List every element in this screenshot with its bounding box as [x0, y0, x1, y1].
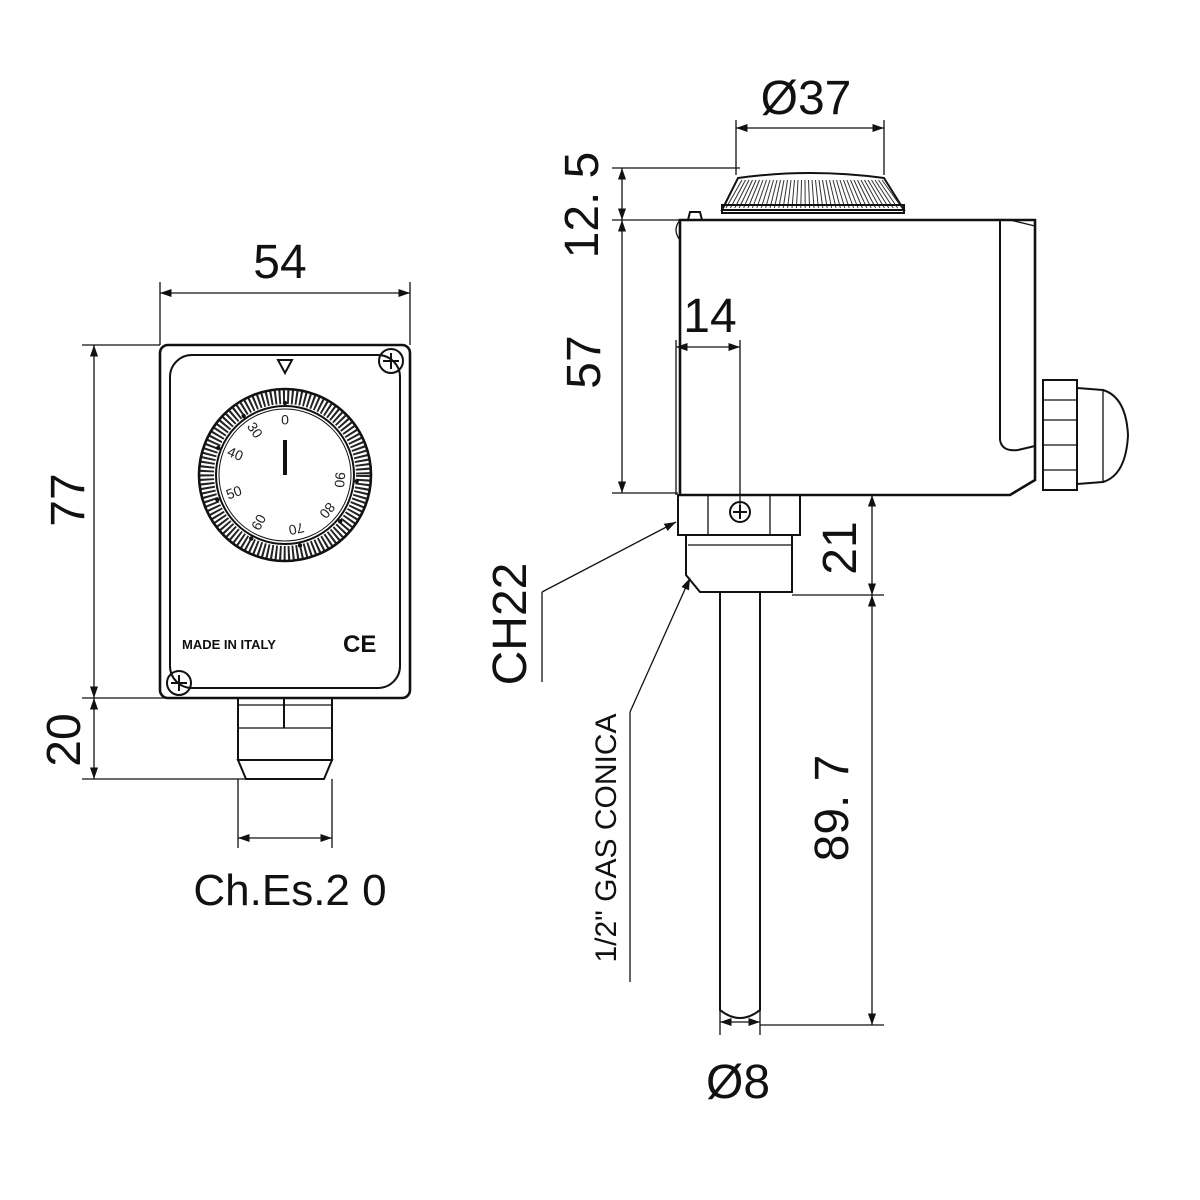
dimension-probe-length: 89. 7 — [760, 595, 884, 1026]
probe — [719, 592, 761, 1019]
knob-height-label: 12. 5 — [556, 152, 609, 259]
dial-tick — [297, 543, 303, 548]
knob — [687, 172, 906, 221]
probe-diameter-label: Ø8 — [706, 1056, 770, 1109]
thread-callout: 1/2" GAS CONICA — [590, 577, 691, 982]
dial-scale-label: 60 — [248, 511, 270, 532]
gland-height-label: 20 — [38, 713, 91, 766]
height-label: 77 — [42, 473, 95, 526]
dial-tick — [338, 519, 343, 524]
hex-fitting — [677, 494, 801, 593]
dimension-knob-diameter: Ø37 — [735, 72, 885, 175]
ce-mark: CE — [343, 631, 376, 658]
dial-tick — [215, 497, 220, 502]
fitting-height-label: 21 — [814, 521, 867, 574]
pointer-triangle-icon — [276, 359, 294, 376]
dimension-fitting-height: 21 — [792, 494, 884, 596]
side-cable-gland — [1042, 379, 1130, 491]
dial-scale-label: 70 — [287, 520, 306, 539]
dial-scale-label: 40 — [225, 443, 246, 464]
dial-tick — [282, 400, 288, 406]
dial-scale-label: 0 — [281, 412, 289, 428]
dimension-knob-height: 12. 5 — [556, 152, 740, 259]
side-view: Ø37 12. 5 57 14 21 — [484, 72, 1130, 1109]
probe-length-label: 89. 7 — [806, 755, 859, 862]
knob-diameter-label: Ø37 — [761, 72, 852, 125]
side-housing — [675, 218, 1037, 497]
hex-label: CH22 — [484, 563, 537, 686]
offset-label: 14 — [683, 290, 736, 343]
dimension-width-54: 54 — [159, 236, 411, 345]
cable-gland — [236, 697, 334, 780]
gland-label: Ch.Es.2 0 — [193, 866, 386, 915]
dimension-probe-diameter: Ø8 — [706, 1010, 770, 1109]
dimension-height-77: 77 — [42, 344, 238, 699]
dial-tick — [354, 479, 359, 484]
screw-top-right-icon — [378, 348, 404, 374]
width-label: 54 — [253, 236, 306, 289]
hex-callout: CH22 — [484, 521, 677, 686]
dial-scale-label: 90 — [331, 471, 348, 488]
dimension-gland-20: 20 — [38, 698, 246, 780]
body-height-label: 57 — [558, 335, 611, 388]
dial-tick — [216, 445, 221, 451]
dimension-offset-14: 14 — [675, 290, 741, 505]
dimension-gland-width: Ch.Es.2 0 — [193, 779, 387, 915]
screw-bottom-left-icon — [166, 670, 192, 696]
dimension-body-height: 57 — [558, 220, 678, 494]
front-cover — [169, 354, 401, 689]
made-in-label: MADE IN ITALY — [182, 637, 276, 652]
dial-tick — [241, 413, 246, 419]
thread-label: 1/2" GAS CONICA — [590, 713, 623, 962]
dial-tick — [249, 536, 254, 541]
dial-scale-label: 50 — [224, 482, 244, 502]
